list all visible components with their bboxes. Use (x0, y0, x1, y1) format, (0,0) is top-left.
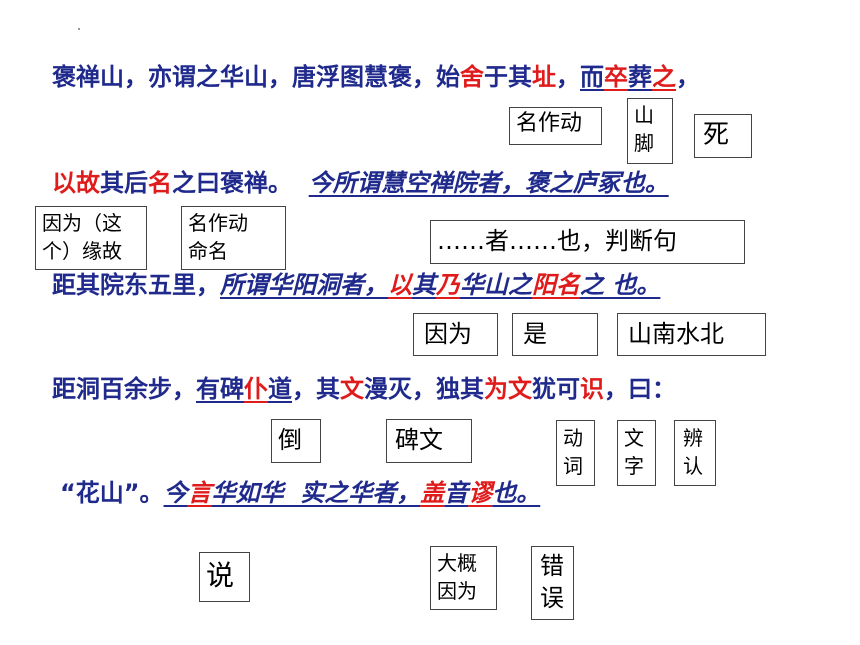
text-segment: 漫灭，独 (364, 375, 460, 403)
text-segment: 距洞百余步， (52, 375, 196, 403)
note-text: ……者……也，判断句 (437, 227, 677, 255)
note-text: 错 (540, 552, 564, 580)
text-segment: 今所谓慧空禅院者，褒之庐冢也。 (308, 169, 669, 197)
note-text: 名作动 (516, 111, 583, 136)
text-segment: 谬 (468, 479, 493, 507)
note-box: 山南水北 (617, 313, 766, 356)
note-text: 文 (624, 426, 644, 450)
note-text: 辨 (683, 426, 703, 450)
text-segment: 址 (532, 63, 556, 91)
note-box: 因为 (413, 313, 498, 356)
note-text: 误 (540, 584, 564, 612)
note-text: 名作动 (188, 211, 248, 235)
text-segment: 故 (76, 169, 100, 197)
text-segment: 文 (508, 375, 532, 403)
note-box: 名作动 (509, 107, 602, 145)
text-line-5: “花山”。今言华如华 实之华者，盖音谬也。 (60, 478, 540, 508)
text-segment: 葬 (628, 63, 652, 91)
note-box: 死 (694, 114, 752, 158)
text-segment: 其 (412, 271, 436, 299)
text-segment: 名 (148, 169, 172, 197)
text-segment: 其 (460, 375, 484, 403)
text-segment: 乃 (436, 271, 460, 299)
text-segment: 之曰褒禅。 (172, 169, 292, 197)
note-text: 命名 (188, 239, 228, 263)
note-text: 碑文 (395, 426, 443, 454)
note-box: 动词 (556, 420, 595, 486)
text-line-1: 褒禅山，亦谓之华山，唐浮图慧褒，始舍于其址，而卒葬之， (52, 62, 700, 92)
text-segment: 褒禅山，亦谓之华山，唐浮图慧褒，始 (52, 63, 460, 91)
note-text: 因为 (437, 579, 477, 603)
note-text: 词 (563, 454, 583, 478)
note-box: 因为（这个）缘故 (35, 206, 147, 270)
text-segment: 于其 (484, 63, 532, 91)
note-box: 说 (199, 552, 250, 602)
note-text: 山 (634, 103, 654, 127)
note-text: 个）缘故 (42, 239, 122, 263)
note-text: 字 (624, 454, 644, 478)
text-segment: 之 (652, 63, 676, 91)
text-segment: 其 (316, 375, 340, 403)
note-box: 是 (512, 313, 598, 356)
text-line-4: 距洞百余步，有碑仆道，其文漫灭，独其为文犹可识，曰： (52, 374, 676, 404)
text-segment: 犹可 (532, 375, 580, 403)
text-segment: 为 (484, 375, 508, 403)
note-text: 说 (206, 559, 235, 592)
note-box: 辨认 (674, 420, 716, 486)
note-box: ……者……也，判断句 (430, 220, 745, 264)
text-segment (292, 169, 309, 197)
note-text: 动 (563, 426, 583, 450)
text-line-2: 以故其后名之曰褒禅。 今所谓慧空禅院者，褒之庐冢也。 (52, 168, 669, 198)
text-segment: 道 (268, 375, 292, 403)
text-segment: ， (292, 375, 316, 403)
text-segment: 仆 (244, 375, 268, 403)
note-text: 是 (523, 320, 547, 348)
note-text: 因为 (424, 320, 472, 348)
note-text: 死 (703, 120, 730, 150)
text-segment: 以 (388, 271, 412, 299)
text-segment: ， (676, 63, 700, 91)
text-segment: ， (556, 63, 580, 91)
text-segment: 也。 (492, 479, 541, 507)
text-segment: 卒 (604, 63, 628, 91)
note-box: 山脚 (627, 98, 673, 164)
text-segment: 文 (340, 375, 364, 403)
text-segment: 所谓华阳洞者， (220, 271, 388, 299)
text-segment: 盖 (420, 479, 445, 507)
text-segment: 识 (580, 375, 604, 403)
stray-dot (78, 28, 80, 30)
text-segment: 后 (124, 169, 148, 197)
text-segment: 以 (52, 169, 76, 197)
text-segment: 今 (163, 479, 188, 507)
text-segment: 其 (100, 169, 124, 197)
text-segment: 华如华 实之华者， (211, 479, 421, 507)
note-box: 大概因为 (430, 546, 497, 610)
text-segment: 而 (580, 63, 604, 91)
note-box: 碑文 (386, 419, 472, 463)
text-segment: 阳 (532, 271, 556, 299)
note-box: 错误 (531, 546, 574, 620)
note-box: 文字 (617, 420, 656, 486)
text-segment: ，曰： (604, 375, 676, 403)
note-text: 因为（这 (42, 211, 122, 235)
text-segment: 言 (187, 479, 212, 507)
text-segment: 华山之 (460, 271, 532, 299)
note-text: 认 (683, 454, 703, 478)
text-segment: “花山”。 (60, 479, 164, 507)
text-segment: 距其院东五里， (52, 271, 220, 299)
text-segment: 音 (444, 479, 469, 507)
note-text: 山南水北 (628, 320, 724, 348)
text-segment: 舍 (460, 63, 484, 91)
text-segment: 之 也。 (580, 271, 661, 299)
text-line-3: 距其院东五里，所谓华阳洞者，以其乃华山之阳名之 也。 (52, 270, 660, 300)
note-box: 倒 (271, 419, 321, 463)
note-text: 大概 (437, 551, 477, 575)
note-text: 脚 (634, 131, 654, 155)
note-text: 倒 (278, 426, 302, 454)
text-segment: 有碑 (196, 375, 244, 403)
note-box: 名作动命名 (181, 206, 286, 270)
text-segment: 名 (556, 271, 580, 299)
